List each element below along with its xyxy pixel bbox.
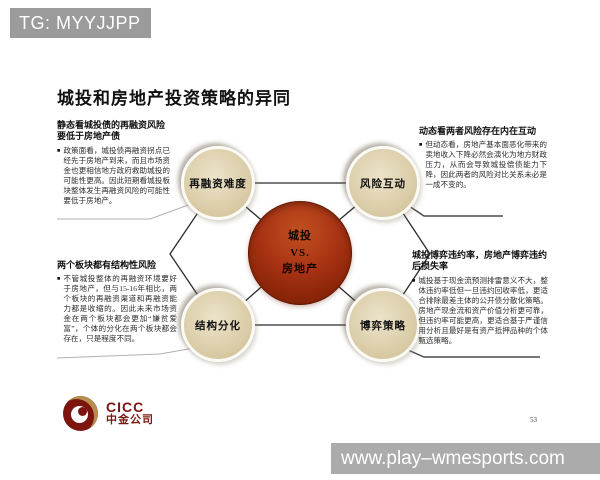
note-body-text: 但动态看，房地产基本面恶化带来的卖地收入下降必然会演化为地方财政压力，从而会导致… <box>425 140 547 190</box>
cicc-logo: CICC 中金公司 <box>63 396 154 431</box>
node-label: 风险互动 <box>360 178 406 190</box>
node-game-strategy: 博弈策略 <box>346 288 420 362</box>
bullet-square-icon <box>57 146 60 206</box>
center-line-1: 城投 <box>288 230 312 243</box>
node-structural-divergence: 结构分化 <box>181 288 255 362</box>
note-bottom-right: 城投博弈违约率，房地产博弈违约后损失率 城投基于现金流预测排雷意义不大，整体违约… <box>412 250 548 346</box>
page-title: 城投和房地产投资策略的异同 <box>57 89 291 108</box>
center-line-2: VS. <box>290 246 310 259</box>
cicc-logo-icon <box>63 396 98 431</box>
page-number: 53 <box>530 416 537 424</box>
watermark-url: www.play–wmesports.com <box>341 447 565 469</box>
tg-overlay-bar: TG: MYYJJPP <box>10 8 151 38</box>
note-heading: 静态看城投债的再融资风险要低于房地产债 <box>57 120 166 142</box>
note-heading: 城投博弈违约率，房地产博弈违约后损失率 <box>412 250 548 272</box>
bullet-square-icon <box>412 276 415 346</box>
note-body: 不管城投整体的再融资环境要好于房地产，但与15-16年相比，两个板块的再融资渠道… <box>57 274 177 344</box>
center-line-3: 房地产 <box>282 263 318 276</box>
center-vs-sphere: 城投 VS. 房地产 <box>248 201 352 305</box>
node-risk-interaction: 风险互动 <box>346 146 420 220</box>
note-top-left: 静态看城投债的再融资风险要低于房地产债 政策面看，城投债再融资拐点已经先于房地产… <box>57 120 170 206</box>
note-body: 政策面看，城投债再融资拐点已经先于房地产到来，而且市场资金也更相信地方政府救助城… <box>57 146 170 206</box>
note-body-text: 城投基于现金流预测排雷意义不大，整体违约率低但一旦违约回收率低，更适合排除最差主… <box>418 275 548 345</box>
node-label: 博弈策略 <box>360 320 406 332</box>
cicc-logo-en: CICC <box>106 399 145 416</box>
cicc-logo-text: CICC 中金公司 <box>106 400 154 426</box>
bullet-square-icon <box>419 140 422 190</box>
cicc-logo-cn: 中金公司 <box>106 414 154 427</box>
tg-overlay-label: TG: MYYJJPP <box>19 12 141 33</box>
note-body-text: 政策面看，城投债再融资拐点已经先于房地产到来，而且市场资金也更相信地方政府救助城… <box>63 145 170 205</box>
node-label: 再融资难度 <box>189 178 247 190</box>
node-label: 结构分化 <box>195 320 241 332</box>
note-heading: 动态看两者风险存在内在互动 <box>419 126 537 136</box>
note-body: 城投基于现金流预测排雷意义不大，整体违约率低但一旦违约回收率低，更适合排除最差主… <box>412 276 548 346</box>
note-top-right: 动态看两者风险存在内在互动 但动态看，房地产基本面恶化带来的卖地收入下降必然会演… <box>419 126 547 190</box>
note-bottom-left: 两个板块都有结构性风险 不管城投整体的再融资环境要好于房地产，但与15-16年相… <box>57 260 177 344</box>
note-body: 但动态看，房地产基本面恶化带来的卖地收入下降必然会演化为地方财政压力，从而会导致… <box>419 140 547 190</box>
node-refinancing-difficulty: 再融资难度 <box>181 146 255 220</box>
watermark-bar: www.play–wmesports.com <box>331 443 600 474</box>
note-body-text: 不管城投整体的再融资环境要好于房地产，但与15-16年相比，两个板块的再融资渠道… <box>63 274 177 344</box>
note-heading: 两个板块都有结构性风险 <box>57 260 157 270</box>
bullet-square-icon <box>57 274 60 344</box>
